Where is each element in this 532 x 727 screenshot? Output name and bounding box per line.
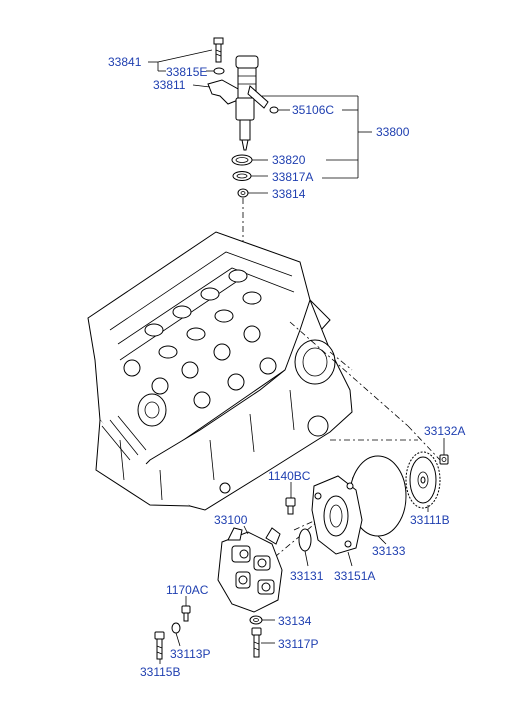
fuel-pump (217, 527, 283, 613)
label-33132A: 33132A (424, 424, 465, 438)
bolt-washer (213, 67, 225, 75)
label-33133: 33133 (372, 544, 406, 558)
injector-bolt (213, 37, 224, 63)
label-33800: 33800 (376, 125, 410, 139)
label-33113P: 33113P (170, 647, 210, 661)
label-33131: 33131 (290, 569, 324, 583)
pump-sprocket (405, 451, 441, 509)
pump-bracket (311, 475, 363, 555)
injector-clamp (207, 79, 241, 105)
pump-washer (249, 615, 263, 625)
injector-body (235, 55, 269, 151)
return-pipe-oring (269, 106, 279, 114)
label-33815E: 33815E (166, 65, 207, 79)
sprocket-nut (439, 454, 449, 465)
injector-seal-upper (231, 154, 253, 166)
label-33820: 33820 (272, 153, 306, 167)
label-33151A: 33151A (334, 569, 375, 583)
pump-mount-bolt (181, 605, 191, 622)
injector-seal-lower (232, 171, 252, 181)
part-labels: 33841 33815E 33811 35106C 33800 33820 33… (108, 55, 465, 679)
label-33115B: 33115B (140, 665, 180, 679)
stud-bolt (154, 631, 165, 660)
label-33117P: 33117P (278, 637, 318, 651)
pump-oring (298, 528, 312, 552)
label-33841: 33841 (108, 55, 142, 69)
pump-long-bolt (251, 627, 262, 658)
label-33134: 33134 (278, 614, 312, 628)
label-1170AC: 1170AC (166, 583, 209, 597)
stud-washer (171, 622, 181, 634)
label-33814: 33814 (272, 187, 306, 201)
timing-case-opening (294, 339, 336, 385)
label-35106C: 35106C (292, 103, 334, 117)
label-33100: 33100 (214, 513, 248, 527)
label-33111B: 33111B (410, 513, 450, 527)
injector-bosses (144, 269, 262, 359)
injector-washer (237, 188, 249, 198)
leader-lines (148, 49, 445, 664)
label-1140BC: 1140BC (268, 469, 311, 483)
cylinder-block (87, 231, 353, 511)
injector-assembly (207, 37, 279, 262)
bracket-bolt (285, 497, 296, 515)
label-33811: 33811 (153, 78, 186, 92)
label-33817A: 33817A (272, 170, 313, 184)
